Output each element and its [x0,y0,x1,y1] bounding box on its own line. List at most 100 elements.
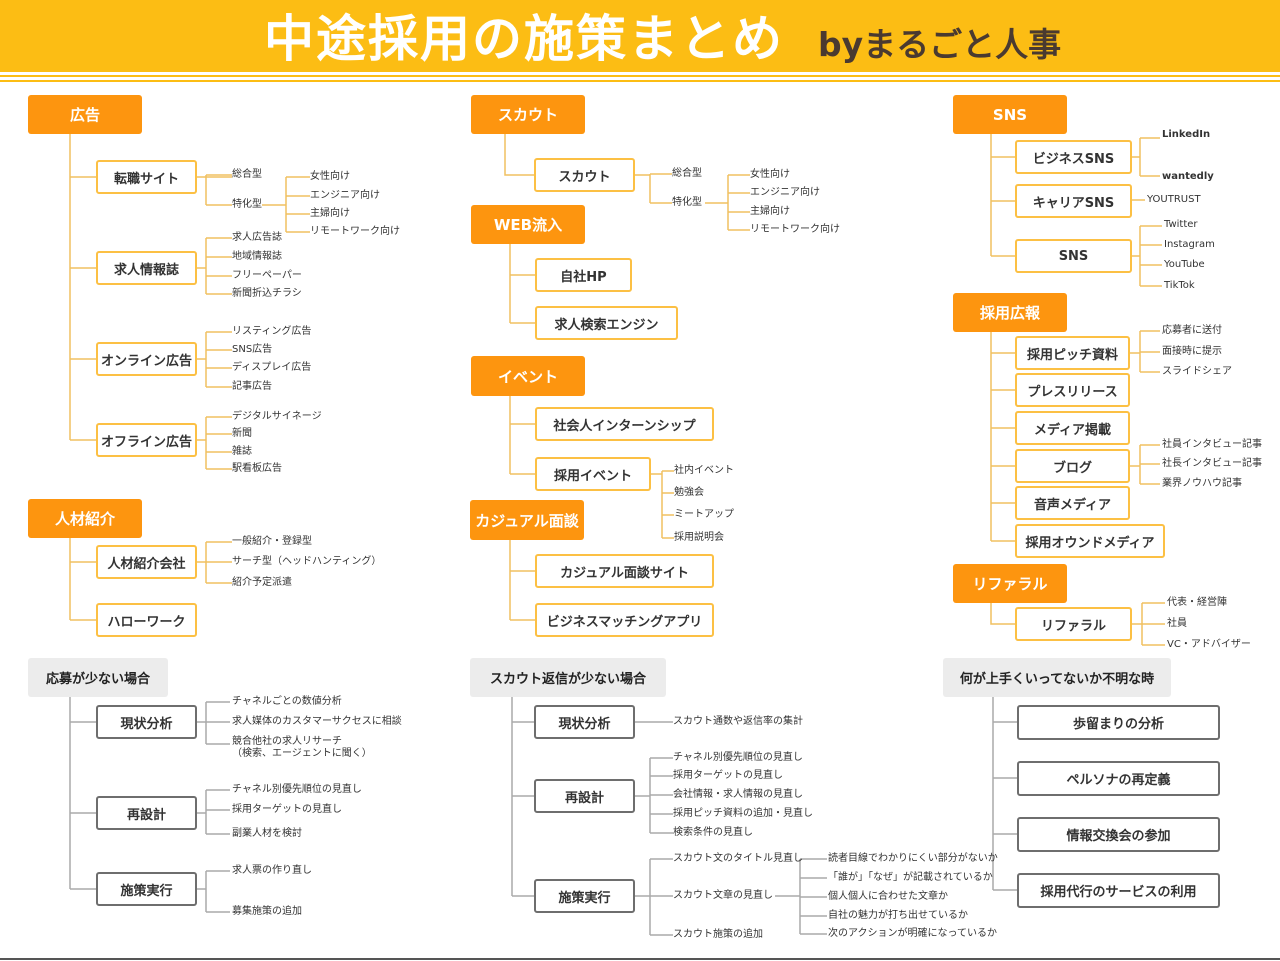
node-casual-site: カジュアル面談サイト [535,554,714,588]
node-hellowork: ハローワーク [96,603,197,637]
leaf-redesign1-3: 副業人材を検討 [232,828,302,839]
leaf-execute2-1: スカウト文のタイトル見直し [673,853,803,864]
leaf-event-4: 採用説明会 [674,532,724,543]
node-job-magazine: 求人情報誌 [96,251,197,285]
leaf-analysis1-3: 競合他社の求人リサーチ [232,736,342,747]
node-press-release: プレスリリース [1015,373,1130,407]
leaf-youtrust: YOUTRUST [1147,194,1201,205]
leaf-execute2-3: スカウト施策の追加 [673,929,763,940]
node-funnel-analysis: 歩留まりの分析 [1017,705,1220,740]
node-info-exchange: 情報交換会の参加 [1017,817,1220,852]
node-own-hp: 自社HP [535,258,632,292]
leaf-analysis1-note: （検索、エージェントに聞く） [232,748,372,759]
leaf-event-3: ミートアップ [674,509,734,520]
node-rpo-service: 採用代行のサービスの利用 [1017,873,1220,908]
leaf-redesign1-1: チャネル別優先順位の見直し [232,784,362,795]
leaf-blog-1: 社員インタビュー記事 [1162,439,1262,450]
page-title: 中途採用の施策まとめ [264,10,784,68]
node-media: メディア掲載 [1015,411,1130,445]
node-blog: ブログ [1015,449,1130,483]
leaf-pitch-3: スライドシェア [1162,366,1232,377]
leaf-blog-2: 社長インタビュー記事 [1162,458,1262,469]
title-banner: 中途採用の施策まとめ byまるごと人事 [0,0,1280,82]
header-unknown-cause: 何が上手くいってないか不明な時 [943,658,1171,697]
leaf-blog-3: 業界ノウハウ記事 [1162,478,1242,489]
node-recruit-event: 採用イベント [535,457,651,491]
node-offline-ad: オフライン広告 [96,423,197,457]
leaf-check-2: 「誰が」「なぜ」が記載されているか [828,872,993,883]
leaf-referral-3: VC・アドバイザー [1167,639,1251,650]
leaf-instagram: Instagram [1164,239,1215,250]
node-career-sns: キャリアSNS [1015,184,1132,218]
node-redesign-2: 再設計 [534,779,635,813]
leaf-event-2: 勉強会 [674,487,704,498]
category-referral: リファラル [953,564,1067,603]
leaf-check-5: 次のアクションが明確になっているか [828,928,997,939]
leaf-scout-general: 総合型 [672,168,702,179]
category-scout: スカウト [471,95,585,134]
leaf-scout-4: リモートワーク向け [750,224,840,235]
leaf-execute2-2: スカウト文章の見直し [673,890,773,901]
node-sns: SNS [1015,239,1132,273]
leaf-online-3: ディスプレイ広告 [232,362,312,373]
leaf-job-site-3: 主婦向け [310,208,350,219]
leaf-general: 総合型 [232,169,262,180]
leaf-scout-1: 女性向け [750,169,790,180]
leaf-magazine-2: 地域情報誌 [232,251,282,262]
node-pitch-deck: 採用ピッチ資料 [1015,336,1130,370]
leaf-offline-2: 新聞 [232,428,252,439]
category-casual: カジュアル面談 [470,500,584,540]
category-ad: 広告 [28,95,142,134]
leaf-magazine-4: 新聞折込チラシ [232,288,302,299]
leaf-scout-specialized: 特化型 [672,197,702,208]
category-web: WEB流入 [471,205,585,244]
leaf-tiktok: TikTok [1164,280,1195,291]
leaf-execute1-2: 募集施策の追加 [232,906,302,917]
orange-connectors [69,134,1165,646]
leaf-linkedin: LinkedIn [1162,129,1211,140]
node-internship: 社会人インターンシップ [535,407,714,441]
node-matching-app: ビジネスマッチングアプリ [535,603,714,637]
node-referral: リファラル [1015,607,1132,641]
leaf-check-1: 読者目線でわかりにくい部分がないか [828,853,998,864]
leaf-agency-3: 紹介予定派遣 [232,577,292,588]
leaf-offline-3: 雑誌 [232,446,252,457]
node-agency: 人材紹介会社 [96,545,197,579]
node-execute-2: 施策実行 [534,879,635,913]
leaf-pitch-2: 面接時に提示 [1162,346,1222,357]
leaf-offline-1: デジタルサイネージ [232,411,322,422]
node-job-site: 転職サイト [96,160,197,194]
leaf-check-4: 自社の魅力が打ち出せているか [828,910,968,921]
node-business-sns: ビジネスSNS [1015,140,1132,174]
leaf-referral-1: 代表・経営陣 [1167,597,1227,608]
leaf-analysis1-2: 求人媒体のカスタマーサクセスに相談 [232,716,402,727]
leaf-agency-1: 一般紹介・登録型 [232,536,312,547]
leaf-event-1: 社内イベント [674,465,734,476]
gray-connectors [69,697,1017,936]
node-audio-media: 音声メディア [1015,486,1130,520]
leaf-scout-3: 主婦向け [750,206,790,217]
node-owned-media: 採用オウンドメディア [1015,524,1165,558]
leaf-redesign2-5: 検索条件の見直し [673,827,753,838]
leaf-scout-2: エンジニア向け [750,187,820,198]
node-analysis-2: 現状分析 [534,705,635,739]
leaf-online-1: リスティング広告 [232,326,312,337]
node-execute-1: 施策実行 [96,872,197,906]
leaf-youtube: YouTube [1164,259,1205,270]
leaf-twitter: Twitter [1164,219,1198,230]
leaf-analysis1-1: チャネルごとの数値分析 [232,696,342,707]
leaf-job-site-1: 女性向け [310,171,350,182]
node-scout: スカウト [534,158,635,192]
leaf-analysis2: スカウト通数や返信率の集計 [673,716,803,727]
leaf-pitch-1: 応募者に送付 [1162,325,1222,336]
leaf-redesign1-2: 採用ターゲットの見直し [232,804,342,815]
header-few-applications: 応募が少ない場合 [28,658,168,697]
leaf-specialized: 特化型 [232,199,262,210]
category-referral-agency: 人材紹介 [28,499,142,538]
category-event: イベント [471,356,585,396]
leaf-wantedly: wantedly [1162,171,1214,182]
node-job-search-engine: 求人検索エンジン [535,306,678,340]
leaf-redesign2-4: 採用ピッチ資料の追加・見直し [673,808,813,819]
node-analysis-1: 現状分析 [96,705,197,739]
